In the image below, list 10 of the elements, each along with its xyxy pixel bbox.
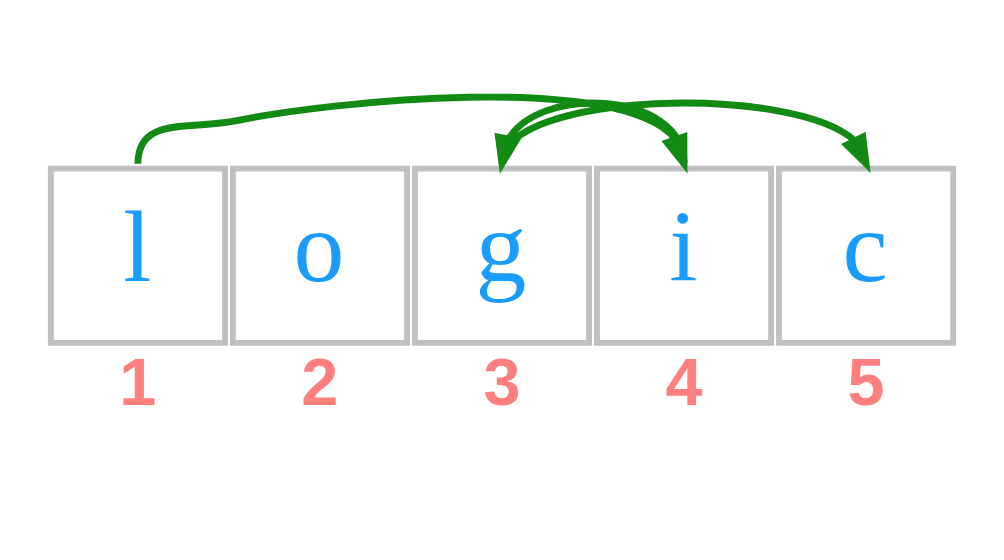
node-label: 5 <box>847 344 885 419</box>
node-box: l <box>47 165 228 346</box>
node-box: o <box>229 165 410 346</box>
node-label: 4 <box>665 344 703 419</box>
node-label: 3 <box>483 344 521 419</box>
node-box: i <box>594 165 775 346</box>
node-box: c <box>776 165 957 346</box>
node-label: 1 <box>119 344 157 419</box>
node-box: g <box>411 165 593 346</box>
node-label: 2 <box>301 344 339 419</box>
